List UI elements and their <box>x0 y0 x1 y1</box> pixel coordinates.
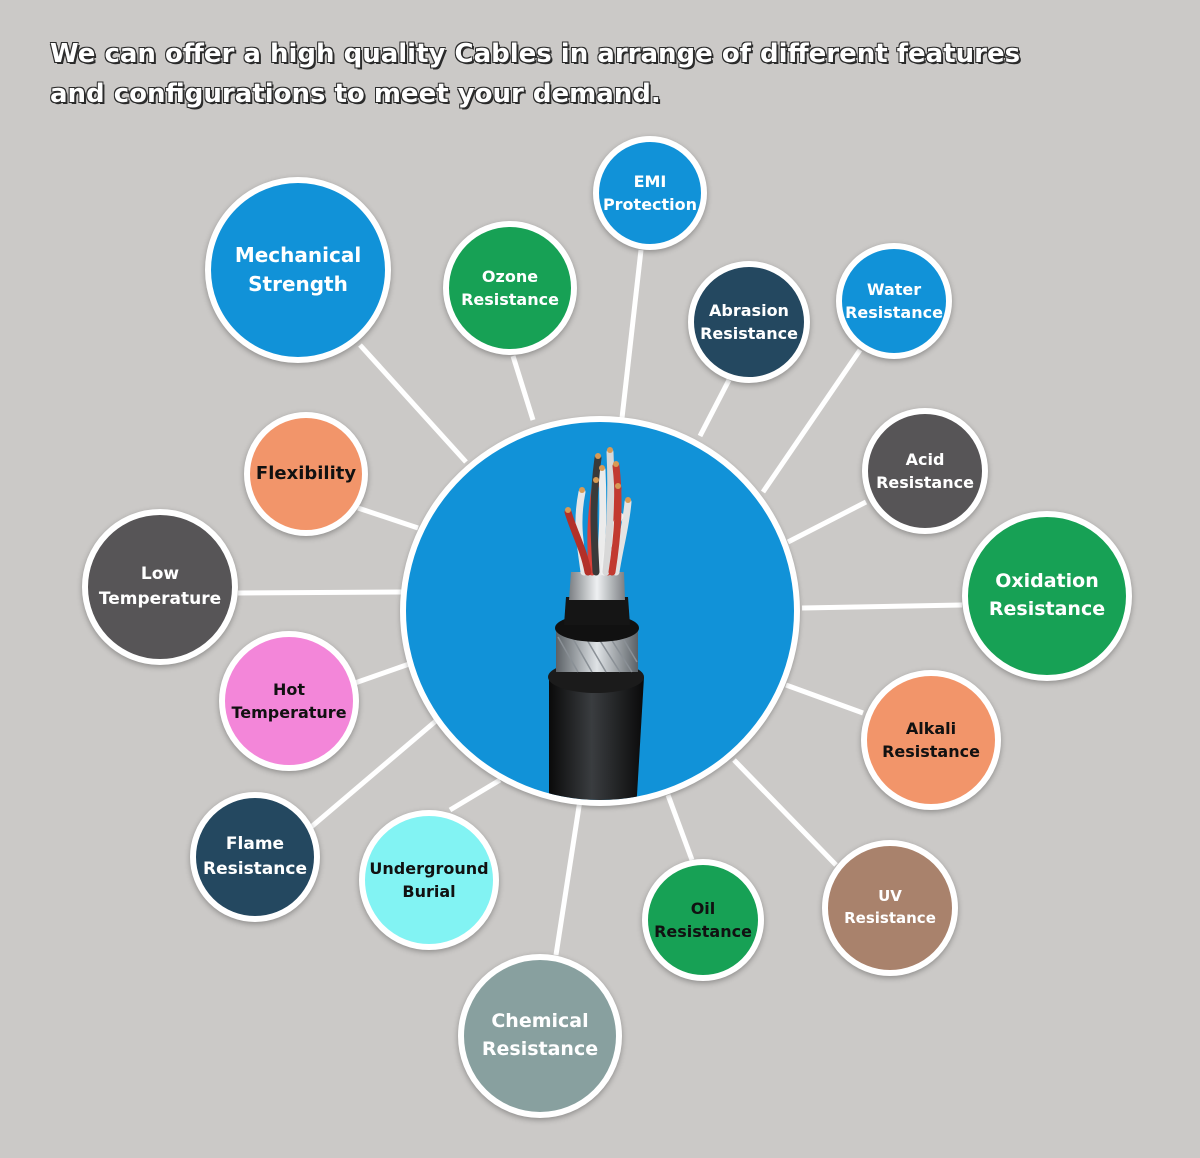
connector-mechanical-strength <box>358 343 468 464</box>
feature-label: Flexibility <box>256 461 356 487</box>
headline-line-2: and configurations to meet your demand. <box>50 79 661 109</box>
headline-line-1: We can offer a high quality Cables in ar… <box>50 39 1021 69</box>
feature-label-line-2: Resistance <box>845 303 943 322</box>
connector-oil-resistance <box>665 794 695 861</box>
feature-label-line-2: Resistance <box>844 909 936 927</box>
feature-label-line-2: Resistance <box>481 1038 599 1060</box>
feature-label-line-1: Acid <box>905 449 945 469</box>
connector-low-temperature <box>237 589 403 596</box>
connector-ozone-resistance <box>510 355 536 421</box>
feature-label-line-2: Temperature <box>98 589 222 609</box>
connector-hot-temperature <box>354 660 413 686</box>
page-headline: We can offer a high quality Cables in ar… <box>50 34 1050 114</box>
feature-label-line-2: Protection <box>602 195 698 214</box>
feature-label-line-1: Oil <box>690 898 716 918</box>
feature-label-line-2: Resistance <box>988 598 1106 620</box>
feature-bubble-flexibility: Flexibility <box>244 412 368 536</box>
connector-flame-resistance <box>308 718 439 830</box>
cable-conductors <box>564 448 632 576</box>
feature-label-line-2: Resistance <box>882 742 980 761</box>
feature-label-line-1: Abrasion <box>709 300 789 320</box>
feature-label-line-2: Burial <box>402 882 456 901</box>
feature-label-line-1: Water <box>866 279 922 299</box>
feature-label: UV Resistance <box>844 886 936 930</box>
feature-label-line-1: UV <box>878 887 902 906</box>
feature-bubble-uv-resistance: UV Resistance <box>822 840 958 976</box>
feature-label-line-1: Mechanical <box>234 243 362 267</box>
connector-oxidation-resistance <box>801 602 963 611</box>
feature-label-line-2: Temperature <box>231 703 347 722</box>
feature-label-line-2: Resistance <box>876 473 974 492</box>
connector-water-resistance <box>760 348 863 494</box>
feature-label-line-1: EMI <box>633 171 667 191</box>
connector-emi-protection <box>619 249 644 419</box>
feature-label-line-1: Oxidation <box>995 570 1099 593</box>
feature-label-line-1: Hot <box>272 679 306 699</box>
connector-flexibility <box>357 505 419 531</box>
feature-label-line-1: Flexibility <box>255 462 357 484</box>
feature-label-line-1: Chemical <box>491 1010 589 1033</box>
cable-icon <box>548 447 644 800</box>
connector-uv-resistance <box>732 758 838 867</box>
feature-label-line-1: Low <box>140 564 180 585</box>
connector-alkali-resistance <box>785 682 864 716</box>
feature-label-line-1: Flame <box>225 834 285 855</box>
connector-chemical-resistance <box>553 799 583 956</box>
connector-underground-burial <box>448 777 502 813</box>
feature-label: EMI Protection <box>603 170 697 216</box>
connector-abrasion-resistance <box>697 378 732 438</box>
feature-label-line-1: Ozone <box>481 266 539 286</box>
feature-label-line-1: Alkali <box>905 718 957 738</box>
feature-label-line-2: Resistance <box>700 324 798 343</box>
feature-label-line-2: Resistance <box>461 290 559 309</box>
feature-bubble-emi-protection: EMI Protection <box>593 136 707 250</box>
feature-label-line-2: Strength <box>248 272 348 296</box>
center-cable-hub <box>400 416 800 806</box>
connector-acid-resistance <box>786 499 868 545</box>
feature-label-line-2: Resistance <box>654 922 752 941</box>
feature-label-line-1: Underground <box>369 858 489 878</box>
feature-label-line-2: Resistance <box>203 859 307 879</box>
